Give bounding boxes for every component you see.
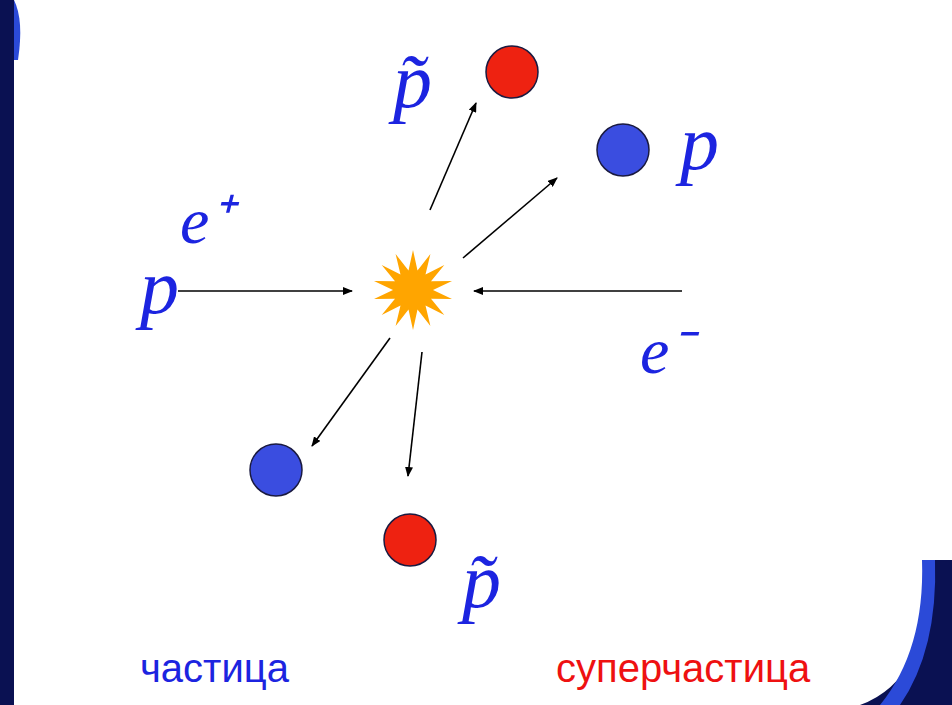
outgoing-arrow <box>430 103 476 210</box>
particle-node: p̃ <box>370 500 540 650</box>
trajectory-arrows <box>178 103 682 476</box>
particle-symbol: p <box>680 104 719 182</box>
particle-symbol: p̃ <box>462 542 501 620</box>
incoming-arrow <box>474 290 682 292</box>
legend-text: суперчастица <box>556 648 810 688</box>
particle-circle <box>250 444 302 496</box>
outgoing-arrow <box>312 338 390 446</box>
frame-strip <box>0 0 14 705</box>
particle-node: p <box>590 90 760 200</box>
incoming-arrow <box>178 290 352 292</box>
particle-circle <box>370 500 540 650</box>
particle-circle <box>590 90 760 200</box>
proton-symbol: p <box>140 248 179 326</box>
frame-accent <box>14 0 20 60</box>
frame-accent <box>880 560 935 705</box>
positron-symbol: e⁺ <box>180 188 231 254</box>
particle-node: p̃ <box>385 30 555 155</box>
collision-burst <box>374 250 452 330</box>
particle-symbol: p̃ <box>393 42 432 120</box>
legend-text: частица <box>140 648 289 688</box>
frame-corner <box>860 560 952 705</box>
outgoing-arrow <box>463 178 557 258</box>
outgoing-arrow <box>408 352 422 476</box>
electron-symbol: e⁻ <box>640 318 691 384</box>
